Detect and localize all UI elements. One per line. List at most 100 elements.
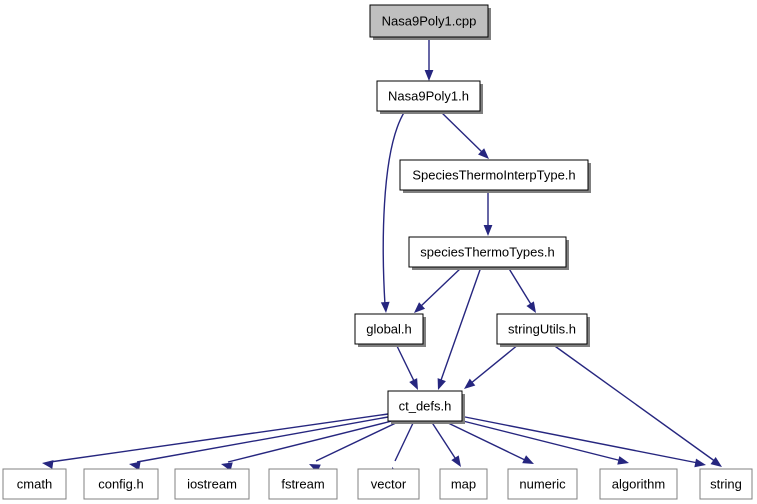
- arrowhead-icon: [710, 456, 722, 467]
- edge-line: [551, 343, 717, 463]
- node-rect[interactable]: [354, 313, 424, 345]
- node-speciestypes_h[interactable]: speciesThermoTypes.h: [408, 236, 569, 270]
- node-rect[interactable]: [268, 468, 338, 500]
- node-label: fstream: [281, 476, 324, 491]
- edge-stringutils_h-to-string: [551, 343, 722, 467]
- node-numeric[interactable]: numeric: [507, 468, 578, 500]
- node-algorithm[interactable]: algorithm: [599, 468, 678, 500]
- node-label: SpeciesThermoInterpType.h: [412, 167, 575, 182]
- arrowhead-icon: [129, 461, 141, 471]
- edge-ct_defs_h-to-iostream: [221, 420, 393, 471]
- edge-speciestypes_h-to-ct_defs_h: [437, 266, 482, 390]
- edge-ct_defs_h-to-cmath: [42, 413, 389, 469]
- edge-line: [430, 420, 458, 462]
- node-global_h[interactable]: global.h: [354, 313, 426, 347]
- edge-line: [227, 420, 393, 463]
- node-label: speciesThermoTypes.h: [420, 244, 554, 259]
- node-label: string: [710, 476, 742, 491]
- node-map[interactable]: map: [439, 468, 488, 500]
- node-cmath[interactable]: cmath: [2, 468, 67, 500]
- arrowhead-icon: [451, 455, 461, 467]
- edge-nasa9poly1_h-to-speciesinterp_h: [439, 110, 489, 159]
- node-rect[interactable]: [439, 468, 488, 500]
- arrowhead-icon: [478, 148, 489, 159]
- node-iostream[interactable]: iostream: [174, 468, 250, 500]
- edge-line: [459, 415, 699, 464]
- edge-layer: [42, 37, 722, 479]
- edge-speciestypes_h-to-global_h: [414, 266, 463, 313]
- edge-line: [443, 420, 528, 462]
- arrowhead-icon: [526, 301, 536, 313]
- arrowhead-icon: [414, 302, 426, 313]
- node-speciesinterp_h[interactable]: SpeciesThermoInterpType.h: [399, 159, 591, 193]
- node-label: vector: [371, 476, 407, 491]
- edge-speciesinterp_h-to-speciestypes_h: [483, 190, 493, 236]
- edge-speciestypes_h-to-stringutils_h: [507, 266, 536, 313]
- arrowhead-icon: [409, 378, 418, 390]
- arrowhead-icon: [42, 460, 54, 469]
- arrowhead-icon: [522, 455, 534, 464]
- edge-line: [454, 418, 623, 462]
- node-label: stringUtils.h: [508, 321, 576, 336]
- node-rect[interactable]: [699, 468, 753, 500]
- arrowhead-icon: [424, 70, 434, 81]
- node-label: global.h: [366, 321, 412, 336]
- node-rect[interactable]: [496, 313, 588, 345]
- node-rect[interactable]: [357, 468, 420, 500]
- arrowhead-icon: [464, 378, 476, 389]
- arrowhead-icon: [694, 458, 706, 468]
- node-label: numeric: [519, 476, 566, 491]
- edge-ct_defs_h-to-config_h: [129, 416, 389, 471]
- node-label: iostream: [187, 476, 237, 491]
- node-stringutils_h[interactable]: stringUtils.h: [496, 313, 590, 347]
- arrowhead-icon: [483, 225, 493, 236]
- node-label: cmath: [17, 476, 52, 491]
- edge-line: [507, 266, 533, 307]
- node-layer: Nasa9Poly1.cppNasa9Poly1.hSpeciesThermoI…: [2, 4, 753, 500]
- node-rect[interactable]: [599, 468, 678, 500]
- node-label: ct_defs.h: [399, 398, 452, 413]
- node-nasa9poly1_h[interactable]: Nasa9Poly1.h: [376, 80, 483, 114]
- node-nasa9poly1_cpp[interactable]: Nasa9Poly1.cpp: [369, 4, 491, 40]
- node-rect[interactable]: [376, 80, 481, 112]
- node-string[interactable]: string: [699, 468, 753, 500]
- edge-line: [315, 420, 401, 462]
- edge-stringutils_h-to-ct_defs_h: [464, 343, 520, 389]
- node-label: map: [451, 476, 476, 491]
- node-label: Nasa9Poly1.cpp: [382, 13, 477, 28]
- edge-line: [395, 343, 416, 384]
- node-rect[interactable]: [399, 159, 589, 191]
- edge-line: [419, 266, 463, 308]
- node-fstream[interactable]: fstream: [268, 468, 338, 500]
- edge-nasa9poly1_h-to-global_h: [380, 110, 406, 313]
- node-rect[interactable]: [83, 468, 159, 500]
- node-rect[interactable]: [2, 468, 67, 500]
- edge-nasa9poly1_cpp-to-nasa9poly1_h: [424, 37, 434, 81]
- edge-line: [49, 413, 389, 463]
- arrowhead-icon: [437, 378, 446, 390]
- edge-global_h-to-ct_defs_h: [395, 343, 418, 390]
- node-rect[interactable]: [174, 468, 250, 500]
- edge-ct_defs_h-to-numeric: [443, 420, 534, 464]
- node-label: config.h: [98, 476, 144, 491]
- node-vector[interactable]: vector: [357, 468, 420, 500]
- node-config_h[interactable]: config.h: [83, 468, 159, 500]
- arrowhead-icon: [617, 456, 629, 465]
- edge-line: [382, 110, 406, 306]
- edge-line: [439, 266, 482, 384]
- arrowhead-icon: [380, 301, 390, 313]
- node-rect[interactable]: [369, 4, 489, 38]
- edge-ct_defs_h-to-algorithm: [454, 418, 629, 465]
- node-rect[interactable]: [387, 390, 463, 422]
- edge-ct_defs_h-to-string: [459, 415, 706, 468]
- edge-line: [136, 416, 389, 463]
- node-label: Nasa9Poly1.h: [388, 88, 469, 103]
- node-label: algorithm: [612, 476, 665, 491]
- edge-line: [469, 343, 520, 385]
- node-rect[interactable]: [507, 468, 578, 500]
- edge-ct_defs_h-to-map: [430, 420, 461, 467]
- node-ct_defs_h[interactable]: ct_defs.h: [387, 390, 465, 424]
- node-rect[interactable]: [408, 236, 567, 268]
